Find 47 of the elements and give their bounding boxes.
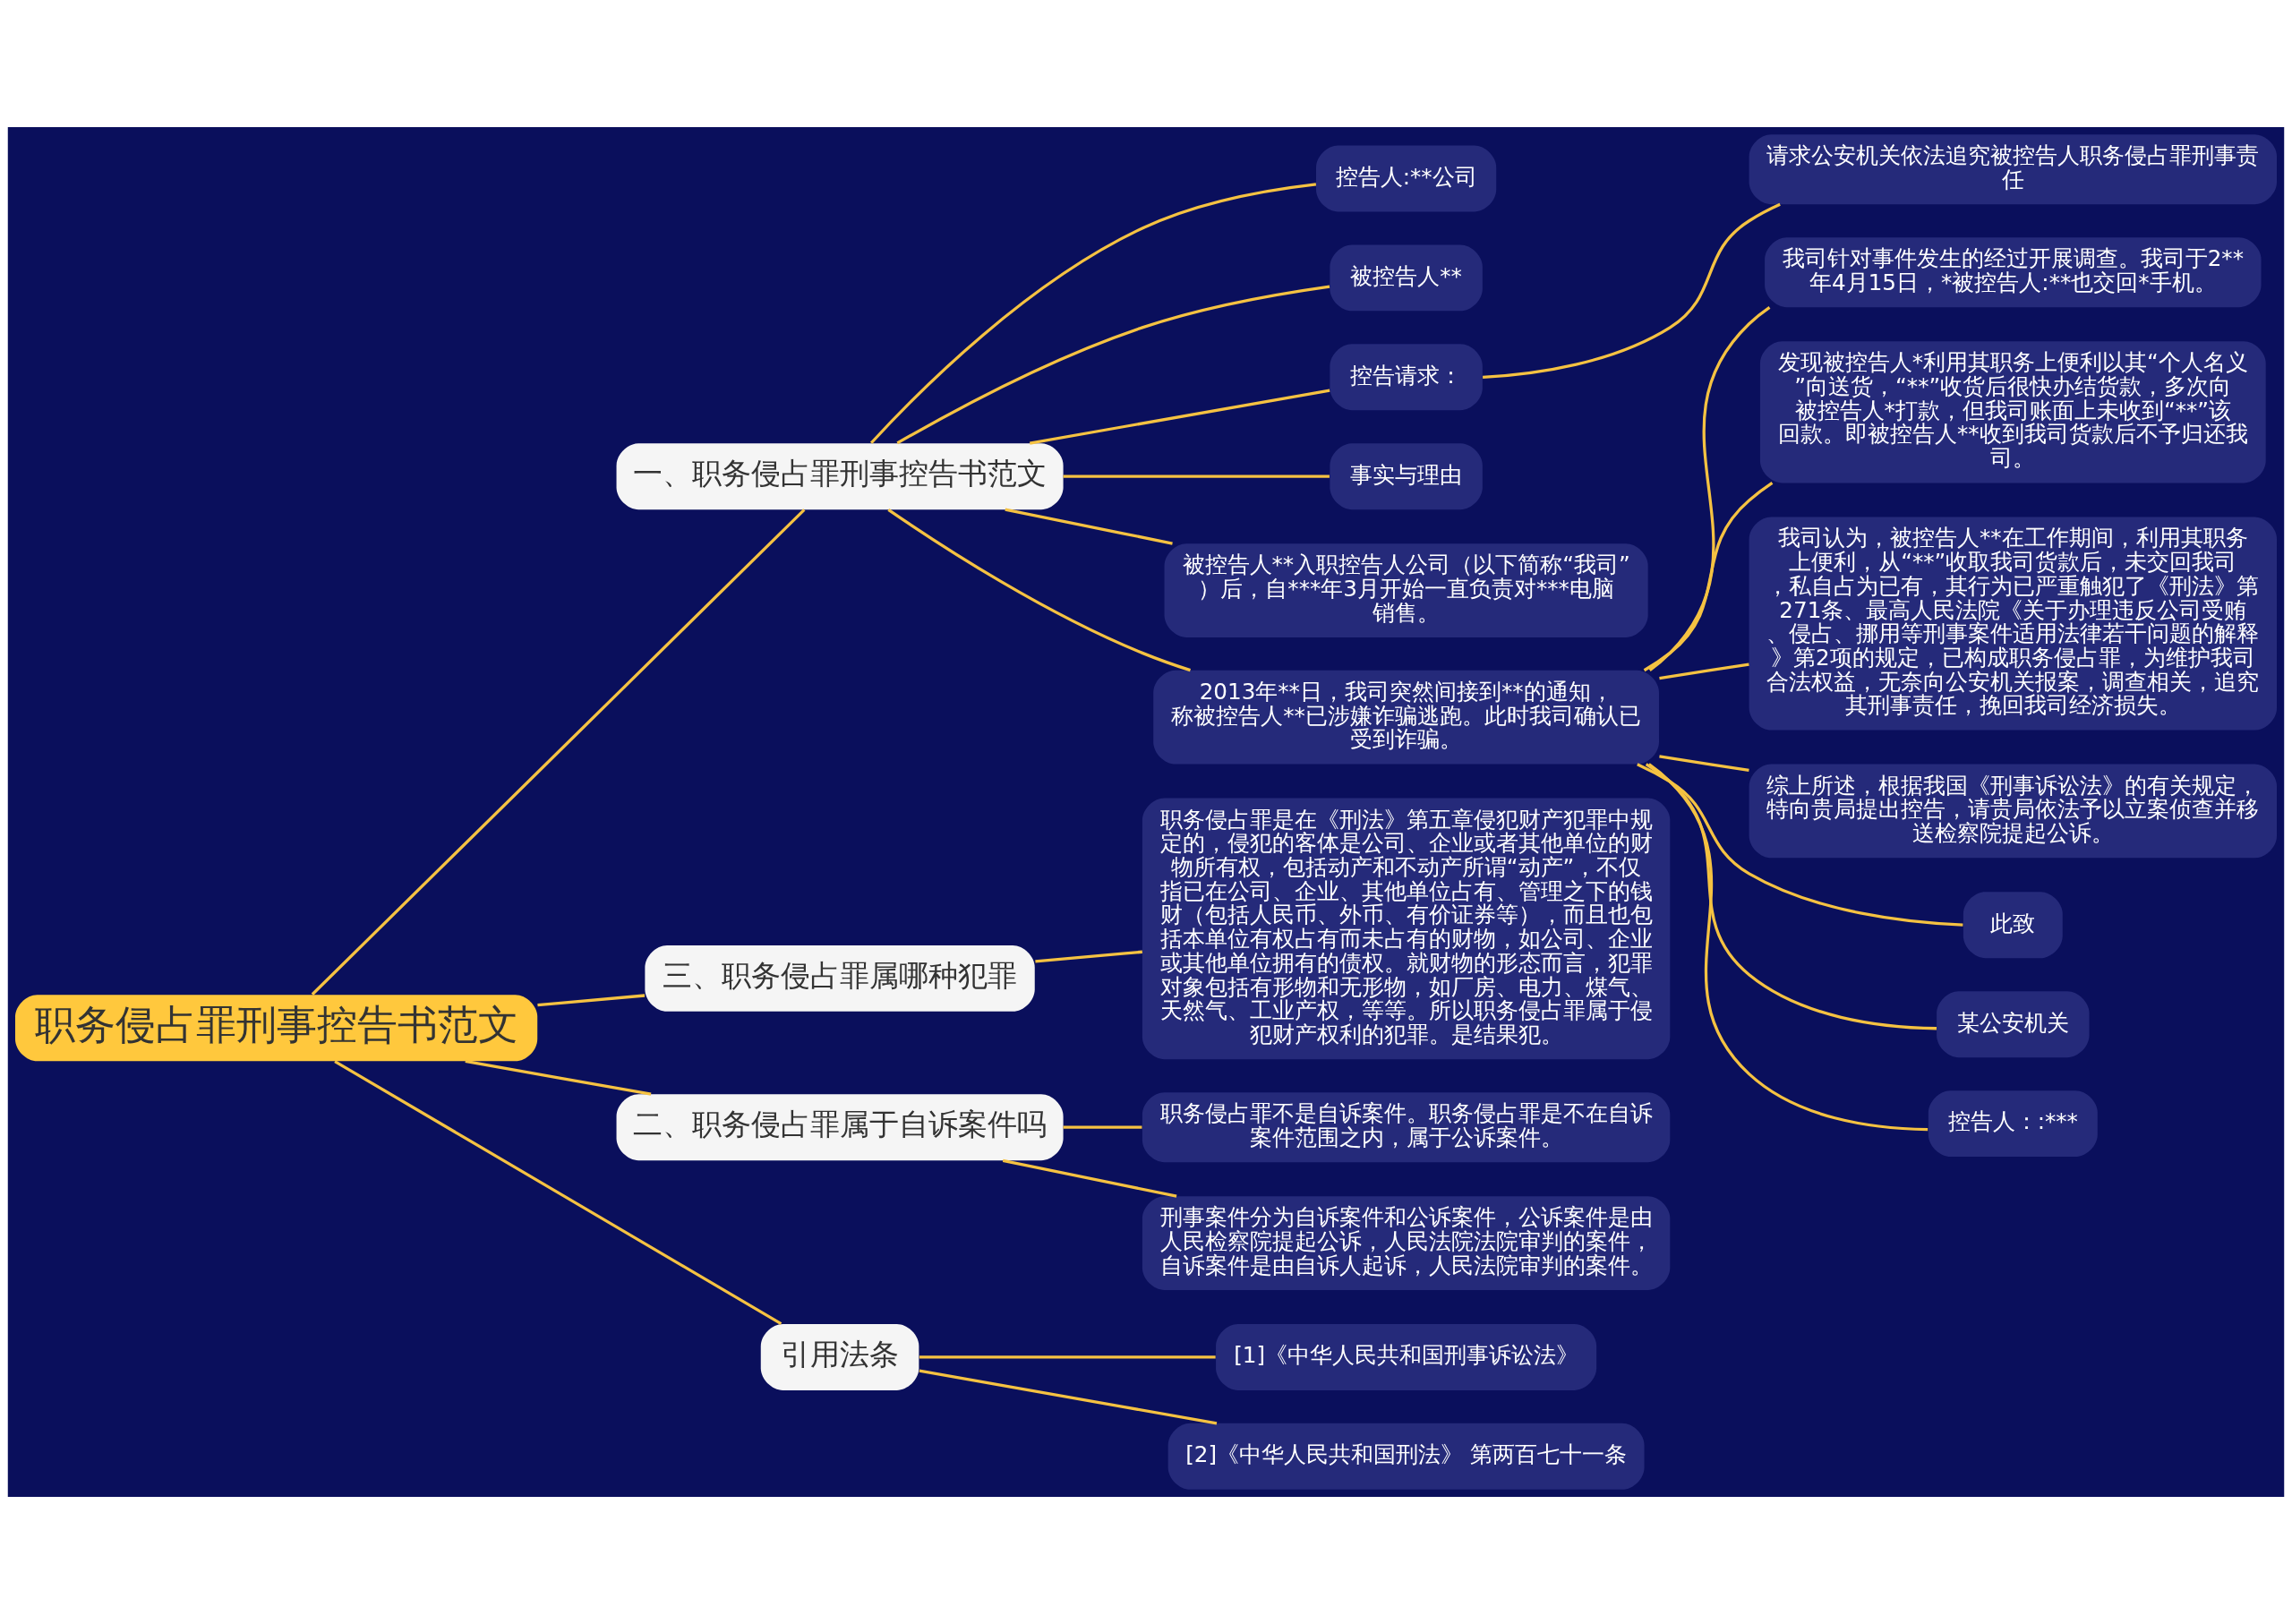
connector [311,509,806,996]
connector [887,509,1191,672]
connector [919,1369,1218,1425]
connector [869,183,1317,444]
node-box: 此致 [1963,892,2063,959]
connector [1643,482,1774,672]
node-box: 职务侵占罪刑事控告书范文 [15,995,538,1062]
node-box: 我司针对事件发生的经过开展调查。我司于2**年4月15日，*被控告人:**也交回*手机。 [1765,237,2262,308]
connector [1647,763,1929,1132]
node-box: 刑事案件分为自诉案件和公诉案件，公诉案件是由人民检察院提起公诉，人民法院法院审判的案件，自诉案件是由自诉人起诉，人民法院审判的案件。 [1142,1196,1671,1290]
node-box: 控告人:**公司 [1315,145,1497,212]
node-box: 请求公安机关依法追究被控告人职务侵占罪刑事责任 [1749,134,2277,205]
node-box: [2]《中华人民共和国刑法》 第两百七十一条 [1167,1423,1645,1490]
node-box: 我司认为，被控告人**在工作期间，利用其职务上便利，从“**”收取我司货款后，未交回我司，私自占为已有，其行为已严重触犯了《刑法》第271条、最高人民法院《关于办理违反公司受贿、侵占、挪用等刑事案件适用法律若干问题的解释》第2项的规定，已构成职务侵占罪，为维护我司合法权益，无奈向公安机关报案，调查相关，追究其刑事责任，挽回我司经济损失。 [1749,517,2277,731]
node-box: 职务侵占罪不是自诉案件。职务侵占罪是不在自诉案件范围之内，属于公诉案件。 [1142,1092,1671,1163]
connector [1637,763,1963,927]
connector [1659,755,1749,773]
connector [1063,1125,1142,1129]
connector [537,994,646,1007]
connector [1648,305,1771,671]
connector [1005,508,1173,545]
connector [1029,389,1330,445]
node-box: 控告请求： [1330,344,1483,411]
node-box: 控告人：:*** [1928,1090,2098,1158]
node-box: 2013年**日，我司突然间接到**的通知，称被控告人**已涉嫌诈骗逃跑。此时我司确认已受到诈骗。 [1153,670,1659,765]
node-box: 二、职务侵占罪属于自诉案件吗 [616,1094,1064,1161]
connector [1063,474,1330,478]
node-box: 被控告人** [1330,244,1483,312]
node-box: 三、职务侵占罪属哪种犯罪 [645,944,1035,1012]
connector [1035,950,1142,963]
node-box: 事实与理由 [1330,443,1483,510]
node-box: 被控告人**入职控告人公司（以下简称“我司”）后，自***年3月开始一直负责对***电脑销售。 [1164,543,1648,637]
connector [465,1059,652,1096]
connector [1002,1158,1177,1198]
node-box: [1]《中华人民共和国刑事诉讼法》 [1216,1323,1597,1390]
connector [896,285,1330,445]
connector [1645,763,1937,1030]
node-box: 一、职务侵占罪刑事控告书范文 [616,443,1064,510]
node-box: 综上所述，根据我国《刑事诉讼法》的有关规定，特向贵局提出控告，请贵局依法予以立案侦查并移送检察院提起公诉。 [1749,764,2277,859]
node-box: 某公安机关 [1937,991,2090,1058]
connector [334,1060,783,1325]
node-box: 引用法条 [760,1323,919,1390]
node-box: 发现被控告人*利用其职务上便利以其“个人名义”向送货，“**”收货后很快办结货款，多次向被控告人*打款，但我司账面上未收到“**”该回款。即被控告人**收到我司货款后不予归还我司。 [1759,341,2266,483]
connector [1659,662,1749,680]
connector [1483,202,1781,380]
node-box: 职务侵占罪是在《刑法》第五章侵犯财产犯罪中规定的，侵犯的客体是公司、企业或者其他单位的财物所有权，包括动产和不动产所谓“动产”，不仅指已在公司、企业、其他单位占有、管理之下的钱财（包括人民币、外币、有价证券等），而且也包括本单位有权占有而未占有的财物，如公司、企业或其他单位拥有的债权。就财物的形态而言，犯罪对象包括有形物和无形物，如厂房、电力、煤气、天然气、工业产权，等等。所以职务侵占罪属于侵犯财产权利的犯罪。是结果犯。 [1142,798,1671,1060]
connector [919,1355,1216,1359]
